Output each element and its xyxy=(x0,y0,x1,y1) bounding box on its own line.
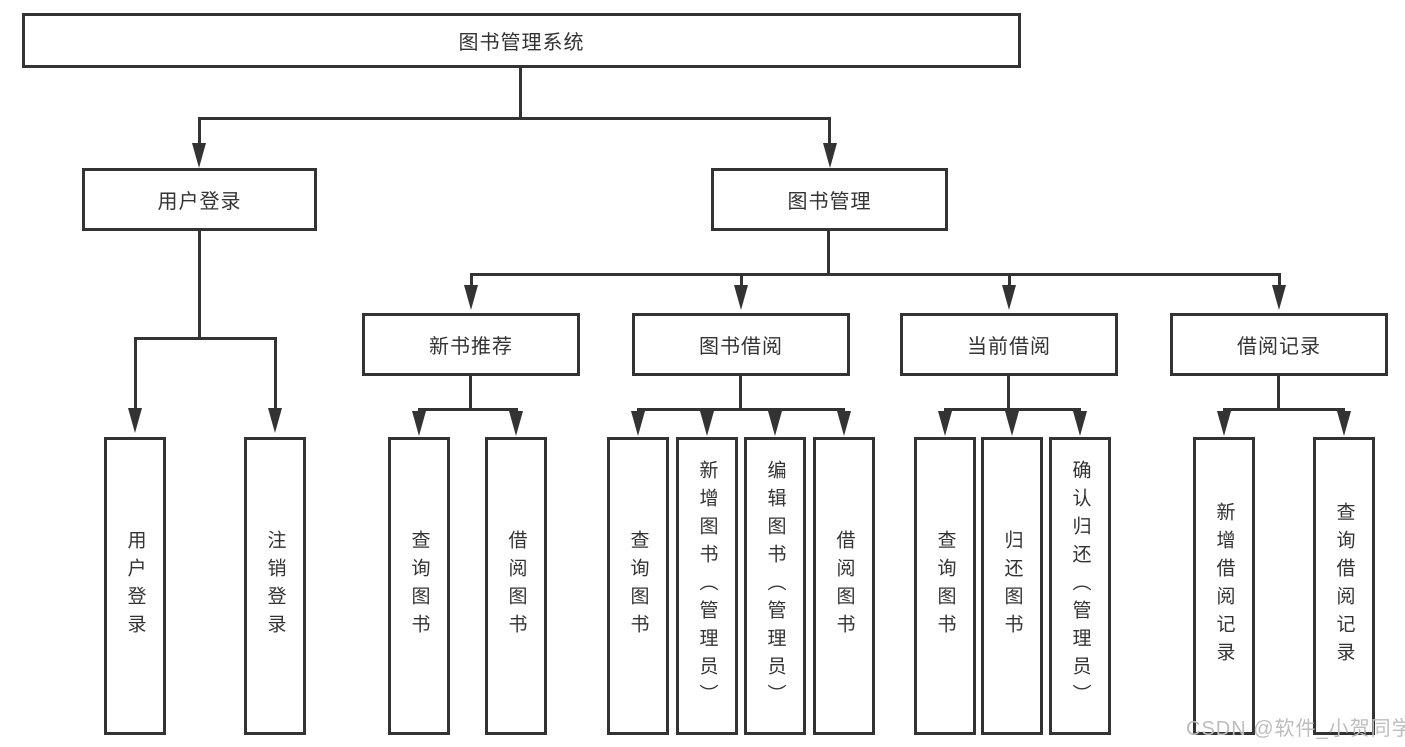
connector-mgmt-drop-1 xyxy=(470,273,473,286)
arrow-down-icon xyxy=(509,411,523,436)
connector-mgmt-drop-4 xyxy=(1278,273,1281,286)
connector-login-drop-1 xyxy=(134,337,137,409)
connector-record-stem xyxy=(1277,376,1280,408)
connector-root-drop-left xyxy=(198,117,201,144)
connector-root-drop-right xyxy=(828,117,831,144)
connector-mgmt-drop-2 xyxy=(740,273,743,286)
leaf-add-borrow-record: 新增借阅记录 xyxy=(1193,437,1255,735)
leaf-edit-book-admin: 编辑图书（管理员） xyxy=(744,437,806,735)
arrow-down-icon xyxy=(768,411,782,436)
arrow-down-icon xyxy=(192,143,206,168)
node-root-system: 图书管理系统 xyxy=(22,13,1021,68)
arrow-down-icon xyxy=(823,143,837,168)
arrow-down-icon xyxy=(128,408,142,433)
arrow-down-icon xyxy=(734,285,748,310)
connector-mgmt-drop-3 xyxy=(1008,273,1011,286)
csdn-watermark: CSDN @软件_小贺同学 xyxy=(1186,718,1405,740)
leaf-borrow-book-recommend: 借阅图书 xyxy=(485,437,547,735)
node-user-login: 用户登录 xyxy=(82,168,317,231)
node-book-management: 图书管理 xyxy=(711,168,948,231)
connector-root-stem xyxy=(519,68,522,117)
arrow-down-icon xyxy=(837,411,851,436)
arrow-down-icon xyxy=(1002,285,1016,310)
connector-root-rail xyxy=(198,117,831,120)
connector-login-rail xyxy=(134,337,276,340)
leaf-query-book-recommend: 查询图书 xyxy=(388,437,450,735)
connector-record-rail xyxy=(1223,408,1345,411)
arrow-down-icon xyxy=(631,411,645,436)
arrow-down-icon xyxy=(938,411,952,436)
arrow-down-icon xyxy=(268,408,282,433)
node-borrow-record: 借阅记录 xyxy=(1170,313,1388,376)
connector-borrow-rail xyxy=(637,408,845,411)
connector-login-stem xyxy=(198,231,201,337)
leaf-return-book: 归还图书 xyxy=(981,437,1043,735)
leaf-borrow-book: 借阅图书 xyxy=(813,437,875,735)
connector-mgmt-rail xyxy=(470,273,1281,276)
connector-recommend-rail xyxy=(418,408,518,411)
arrow-down-icon xyxy=(464,285,478,310)
leaf-add-book-admin: 新增图书（管理员） xyxy=(676,437,738,735)
node-new-book-recommend: 新书推荐 xyxy=(362,313,580,376)
connector-recommend-stem xyxy=(469,376,472,408)
leaf-query-book-borrow: 查询图书 xyxy=(607,437,669,735)
node-book-borrow: 图书借阅 xyxy=(632,313,850,376)
arrow-down-icon xyxy=(1272,285,1286,310)
connector-current-stem xyxy=(1007,376,1010,408)
connector-borrow-stem xyxy=(739,376,742,408)
leaf-user-login: 用户登录 xyxy=(104,437,166,735)
connector-current-rail xyxy=(944,408,1081,411)
arrow-down-icon xyxy=(700,411,714,436)
connector-mgmt-stem xyxy=(827,231,830,273)
arrow-down-icon xyxy=(1005,411,1019,436)
leaf-query-borrow-record: 查询借阅记录 xyxy=(1313,437,1375,735)
arrow-down-icon xyxy=(1217,411,1231,436)
leaf-confirm-return-admin: 确认归还（管理员） xyxy=(1049,437,1111,735)
leaf-logout: 注销登录 xyxy=(244,437,306,735)
arrow-down-icon xyxy=(1337,411,1351,436)
node-current-borrow: 当前借阅 xyxy=(900,313,1118,376)
arrow-down-icon xyxy=(1073,411,1087,436)
connector-login-drop-2 xyxy=(274,337,277,409)
leaf-query-book-current: 查询图书 xyxy=(914,437,976,735)
arrow-down-icon xyxy=(412,411,426,436)
